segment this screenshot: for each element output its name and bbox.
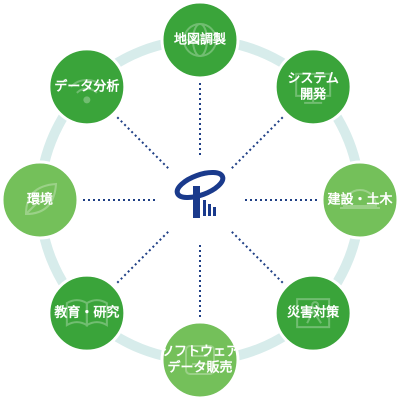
spoke-data xyxy=(115,115,169,169)
node-circle xyxy=(0,160,80,240)
node-label: 災害対策 xyxy=(287,305,340,321)
node-data: データ分析 xyxy=(47,47,127,127)
node-label: 建設・土木 xyxy=(327,192,393,208)
node-label: 教育・研究 xyxy=(53,305,119,321)
spoke-system xyxy=(231,115,285,169)
node-circle xyxy=(273,47,353,127)
node-education: 教育・研究 xyxy=(47,273,127,353)
node-environment: 環境 xyxy=(0,160,80,240)
spokes xyxy=(82,82,318,318)
globe-icon xyxy=(183,23,217,57)
helmet-icon xyxy=(340,189,380,209)
node-label: 地図調製 xyxy=(174,32,226,48)
node-map: 地図調製 xyxy=(160,0,240,80)
monitor-icon xyxy=(295,72,332,104)
node-circle xyxy=(47,273,127,353)
node-circle xyxy=(47,47,127,127)
node-label: データ分析 xyxy=(54,78,119,94)
node-circle xyxy=(160,0,240,80)
leaf-icon xyxy=(24,182,58,216)
software-icon xyxy=(185,345,215,375)
emergency-exit-icon xyxy=(296,298,331,329)
node-label: ソフトウェア xyxy=(161,345,239,360)
node-construction: 建設・土木 xyxy=(320,160,400,240)
spoke-education xyxy=(115,231,169,285)
node-disaster: 災害対策 xyxy=(273,273,353,353)
company-logo-icon xyxy=(174,170,226,218)
node-label: 環境 xyxy=(27,192,53,208)
spoke-disaster xyxy=(231,231,285,285)
node-circle xyxy=(273,273,353,353)
book-icon xyxy=(65,299,108,327)
node-circle xyxy=(160,320,240,400)
node-label: 開発 xyxy=(300,86,327,102)
node-label: システム xyxy=(287,71,339,86)
node-label: データ販売 xyxy=(167,360,232,376)
node-circle xyxy=(320,160,400,240)
wifi-icon xyxy=(70,78,104,104)
